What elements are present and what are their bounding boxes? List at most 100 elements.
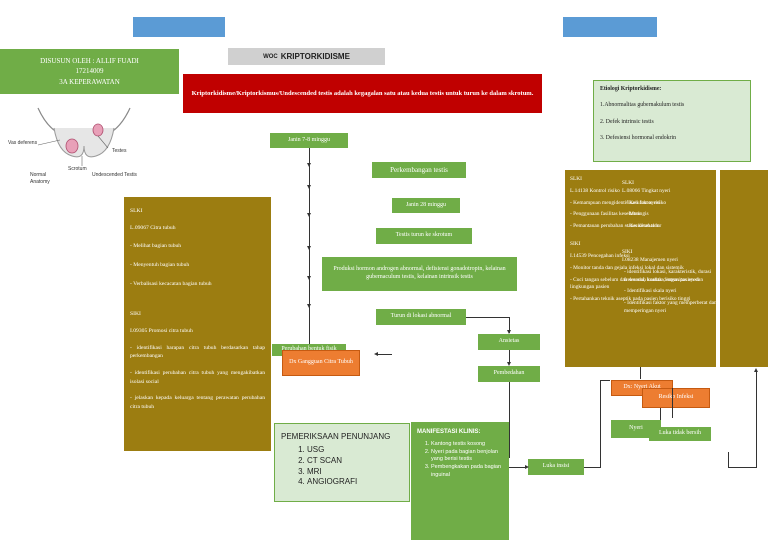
arrow-left (374, 352, 378, 356)
author-box: DISUSUN OLEH : ALLIF FUADI 17214009 3A K… (0, 49, 179, 94)
exam-box: PEMERIKSAAN PENUNJANG USG CT SCAN MRI AN… (274, 423, 410, 502)
etiology-heading: Etiologi Kriptorkidisme: (600, 86, 662, 92)
connector (509, 382, 510, 458)
flow-wound: Luka insisi (528, 459, 584, 475)
connector (756, 372, 757, 468)
slki-siki-infection: SLKI L.14138 Kontrol risiko - Kemampuan … (565, 170, 716, 367)
arrow-down (507, 330, 511, 334)
slki-left-item-1: - Melihat bagian tubuh (130, 243, 182, 250)
etiology-box: Etiologi Kriptorkidisme: 1.Abnormalitas … (593, 80, 751, 162)
flow-development: Perkembangan testis (372, 162, 466, 178)
connector (378, 354, 392, 355)
label-scrotum: Scrotum (68, 166, 87, 172)
definition-box: Kriptorkidisme/Kriptorkismus/Undescended… (183, 74, 542, 113)
exam-heading: PEMERIKSAAN PENUNJANG (281, 432, 391, 441)
exam-item: USG (307, 445, 403, 456)
definition-text: Kriptorkidisme/Kriptorkismus/Undescended… (191, 89, 534, 97)
flow-week7: Janin 7-8 minggu (270, 133, 348, 148)
connector (660, 408, 661, 420)
arrow-down (307, 163, 311, 167)
pain-siki-item-1: - identifikasi lokasi, karakteristik, du… (624, 268, 712, 283)
pain-siki-heading: SIKI (622, 249, 633, 256)
header-bar-right (563, 17, 657, 37)
header-bar-left (133, 17, 225, 37)
pain-slki-item-1: - Keluhan nyeri (626, 199, 660, 206)
pain-slki-heading: SLKI (622, 180, 634, 186)
slki-siki-left: SLKI L.09067 Citra tubuh - Melihat bagia… (124, 197, 271, 451)
exam-item: CT SCAN (307, 456, 403, 467)
siki-left-item-1: - identifikasi harapan citra tubuh berda… (130, 344, 265, 360)
flow-hormone: Produksi hormon androgen abnormal, defis… (322, 257, 517, 291)
label-undescended: Undescended Testis (92, 172, 137, 178)
flow-surgery: Pembedahan (478, 366, 540, 382)
exam-item: MRI (307, 467, 403, 478)
exam-item: ANGIOGRAFI (307, 477, 403, 488)
slki-left-code: L.09067 Citra tubuh (130, 224, 176, 231)
arrow-down (507, 362, 511, 366)
connector (600, 380, 601, 468)
infection-slki-item-1: - Kemampuan mengidentifikasi faktor risi… (570, 199, 667, 206)
clinical-box: MANIFESTASI KLINIS: Kantong testis koson… (411, 422, 509, 540)
slki-left-item-3: - Verbalisasi kecacatan bagian tubuh (130, 280, 212, 287)
risk-infection: Resiko Infeksi (642, 388, 710, 408)
exam-list: USG CT SCAN MRI ANGIOGRAFI (281, 445, 403, 488)
arrow-right (525, 465, 529, 469)
pain-slki-code: L.08066 Tingkat nyeri (622, 187, 671, 194)
pain-slki-item-2: - Meringis (626, 211, 649, 218)
infection-siki-code: I.14539 Pencegahan infeksi (570, 252, 630, 259)
infection-siki-item-2: - Cuci tangan sebelum dan sesudah kontak… (570, 276, 704, 291)
arrow-down (307, 185, 311, 189)
siki-left-code: I.09305 Promosi citra tubuh (130, 327, 193, 334)
connector (309, 308, 310, 344)
siki-left-item-3: - jelaskan kepada keluarga tentang peraw… (130, 395, 265, 410)
etiology-item-3: 3. Defesiensi hormonal endokrin (600, 135, 676, 142)
connector (600, 380, 610, 381)
flow-week28: Janin 28 minggu (392, 198, 460, 213)
pain-siki-code: I.08238 Manajemen nyeri (622, 256, 678, 263)
pain-siki-item-2: - Identifikasi skala nyeri (624, 288, 677, 295)
infection-slki-code: L.14138 Kontrol risiko (570, 187, 620, 194)
connector (728, 467, 756, 468)
slki-siki-pain (720, 170, 768, 367)
title-prefix: WOC (263, 53, 278, 60)
connector (309, 148, 310, 308)
clinical-item: Kantong testis kosong (431, 441, 503, 449)
dx-body-image: Dx Gangguan Citra Tubuh (282, 350, 360, 376)
clinical-heading: MANIFESTASI KLINIS: (417, 429, 481, 435)
connector (584, 467, 585, 468)
connector (640, 367, 641, 379)
wound-unclean: Luka tidak bersih (649, 427, 711, 441)
infection-slki-heading: SLKI (570, 176, 582, 182)
connector (584, 467, 600, 468)
clinical-item: Nyeri pada bagian benjolan yang berisi t… (431, 449, 503, 464)
infection-siki-item-3: - Pertahankan teknik aseptik pada pasien… (570, 296, 691, 303)
arrow-down (307, 276, 311, 280)
connector (509, 350, 510, 364)
title-main: KRIPTORKIDISME (280, 52, 350, 61)
flow-anxiety: Ansietas (478, 334, 540, 350)
label-normal: Normal Anatomy (30, 172, 50, 185)
label-vas-deferens: Vas deferens (8, 140, 38, 146)
author-name: DISUSUN OLEH : ALLIF FUADI (40, 56, 139, 65)
connector (509, 317, 510, 333)
anatomy-illustration: Vas deferens Scrotum Testes Normal Anato… (8, 100, 160, 185)
arrow-down (754, 368, 758, 372)
arrow-down (307, 213, 311, 217)
pain-slki-item-3: - Kesulitan tidur (626, 223, 662, 230)
connector (466, 317, 510, 318)
label-testes: Testes (112, 148, 127, 154)
infection-siki-item-1: - Monitor tanda dan gejala infeksi lokal… (570, 264, 684, 271)
arrow-down (307, 304, 311, 308)
slki-left-heading: SLKI (130, 208, 143, 214)
pain-siki-item-3: - Identifikasi faktor yang memperberat d… (624, 300, 717, 315)
connector (728, 452, 729, 468)
slki-left-item-2: - Menyentuh bagian tubuh (130, 261, 190, 268)
clinical-list: Kantong testis kosong Nyeri pada bagian … (417, 441, 503, 479)
etiology-item-2: 2. Defek intrinsic testis (600, 118, 654, 125)
author-class: 3A KEPERAWATAN (59, 77, 120, 86)
flow-abnormal: Turun di lokasi abnormal (376, 309, 466, 325)
infection-siki-heading: SIKI (570, 241, 581, 248)
siki-left-item-2: - identifikasi perubahan citra tubuh yan… (130, 369, 265, 385)
infection-slki-item-3: - Pemantauan perubahan status kesehatan (570, 223, 660, 230)
clinical-item: Pembengkakan pada bagian inguinal (431, 464, 503, 479)
